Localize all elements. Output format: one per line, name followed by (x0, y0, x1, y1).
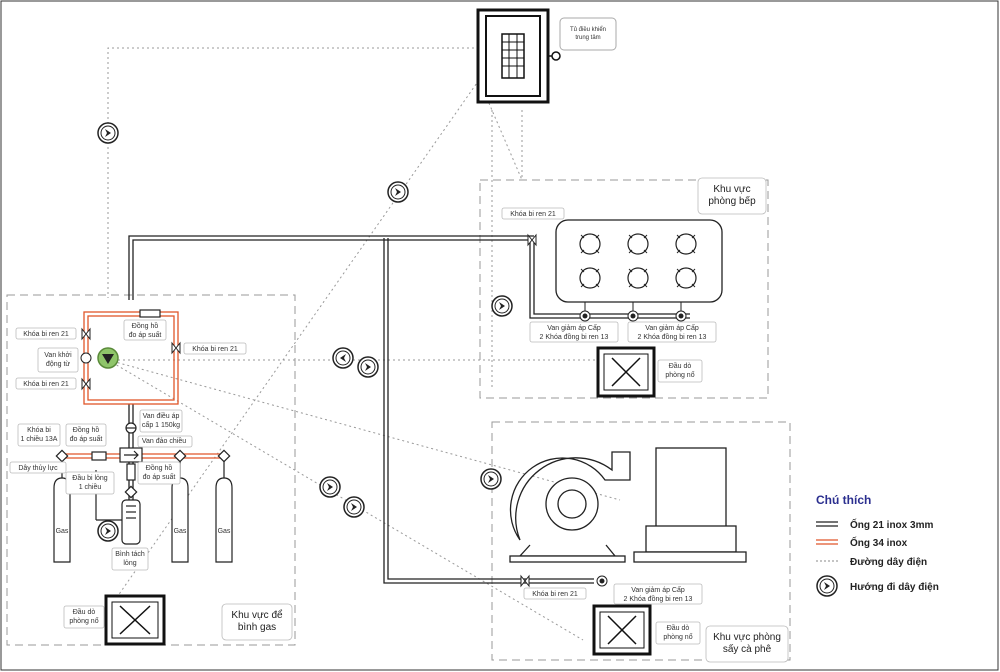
gas-ball-valve-bottom[interactable] (81, 378, 91, 390)
label-roaster-valve: Khóa bi ren 21 (532, 591, 578, 598)
direction-icon-2[interactable] (387, 181, 409, 203)
roaster-regulator[interactable] (596, 575, 608, 587)
legend: Chú thích Ống 21 inox 3mm Ống 34 inox Đư… (816, 493, 939, 597)
solenoid-pump[interactable] (97, 347, 119, 369)
legend-item-direction: Hướng đi dây điện (850, 582, 939, 593)
direction-icon-8[interactable] (480, 468, 502, 490)
direction-icon-1[interactable] (97, 122, 119, 144)
kitchen-regulator-1[interactable] (579, 310, 591, 322)
legend-direction-icon (816, 575, 838, 597)
label-reversing-valve: Van đảo chiều (142, 436, 186, 445)
gas-cylinder-2-label: Gas (174, 528, 187, 535)
cabinet-label-box (559, 17, 617, 51)
label-boxes (9, 177, 789, 663)
detector-roaster[interactable] (592, 604, 652, 656)
gas-ball-valve-right[interactable] (171, 342, 181, 354)
direction-icon-6[interactable] (319, 476, 341, 498)
control-cabinet[interactable] (476, 8, 561, 104)
label-kitchen-valve: Khóa bi ren 21 (510, 211, 556, 218)
electric-wires (107, 47, 621, 641)
kitchen-stove (555, 219, 723, 316)
gas-cylinder-3-label: Gas (218, 528, 231, 535)
kitchen-regulator-3[interactable] (675, 310, 687, 322)
gas-cylinder-1-label: Gas (56, 528, 69, 535)
direction-icon-4[interactable] (332, 347, 354, 369)
direction-icon-9[interactable] (97, 520, 119, 542)
label-valve-bottom: Khóa bi ren 21 (23, 381, 69, 388)
legend-title: Chú thích (816, 493, 871, 507)
detector-gas[interactable] (104, 594, 166, 646)
legend-item-pipe-34: Ống 34 inox (850, 535, 908, 549)
roaster-area-box (491, 421, 791, 661)
direction-icon-7[interactable] (343, 496, 365, 518)
direction-icon-3[interactable] (491, 295, 513, 317)
label-hydraulic-line: Dây thủy lực (18, 464, 58, 472)
coffee-roaster (509, 447, 747, 563)
start-valve[interactable] (80, 352, 92, 364)
kitchen-area-box (479, 179, 769, 399)
direction-icon-5[interactable] (357, 356, 379, 378)
legend-item-pipe-21: Ống 21 inox 3mm (850, 517, 933, 531)
roaster-ball-valve[interactable] (520, 575, 530, 587)
gas-ball-valve-top[interactable] (81, 328, 91, 340)
legend-item-wire: Đường dây điện (850, 557, 927, 568)
kitchen-regulator-2[interactable] (627, 310, 639, 322)
label-valve-top: Khóa bi ren 21 (23, 331, 69, 338)
detector-kitchen[interactable] (596, 346, 656, 398)
label-valve-right: Khóa bi ren 21 (192, 346, 238, 353)
